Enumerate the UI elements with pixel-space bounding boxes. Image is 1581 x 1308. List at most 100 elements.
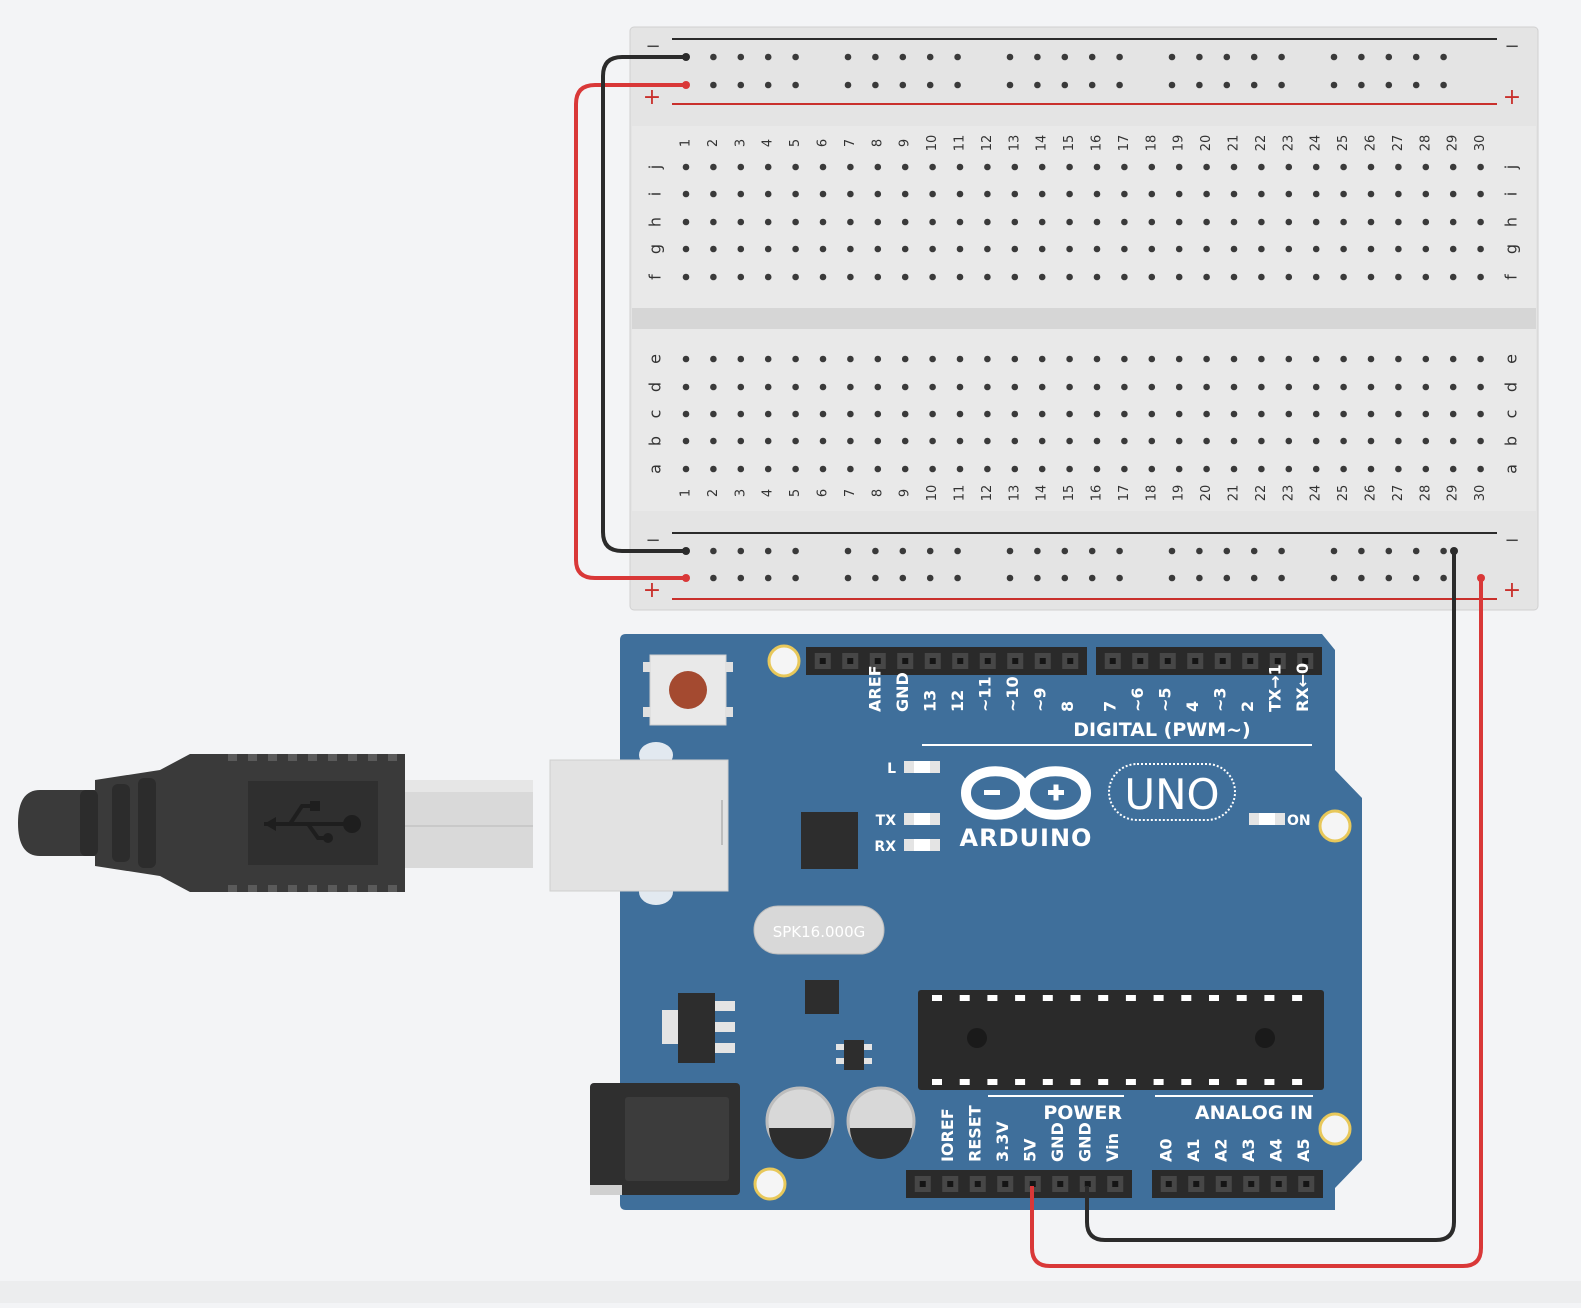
hole-a2[interactable] <box>710 465 717 473</box>
rail-hole[interactable] <box>1006 574 1014 582</box>
hole-f27[interactable] <box>1395 273 1402 281</box>
hole-a16[interactable] <box>1093 465 1101 473</box>
rail-hole[interactable] <box>1088 53 1096 61</box>
rail-hole[interactable] <box>764 547 772 555</box>
hole-g8[interactable] <box>874 245 882 253</box>
hole-f10[interactable] <box>929 273 936 281</box>
hole-h27[interactable] <box>1395 218 1402 226</box>
hole-g27[interactable] <box>1395 245 1402 253</box>
hole-e30[interactable] <box>1477 355 1484 363</box>
hole-g11[interactable] <box>956 245 964 253</box>
hole-i27[interactable] <box>1395 190 1402 198</box>
hole-c5[interactable] <box>792 410 799 418</box>
hole-f26[interactable] <box>1367 273 1375 281</box>
hole-h17[interactable] <box>1121 218 1128 226</box>
rail-hole[interactable] <box>1385 53 1393 61</box>
hole-i14[interactable] <box>1038 190 1046 198</box>
rail-hole[interactable] <box>1330 547 1338 555</box>
hole-e2[interactable] <box>710 355 717 363</box>
hole-f3[interactable] <box>737 273 745 281</box>
hole-c26[interactable] <box>1367 410 1375 418</box>
hole-i29[interactable] <box>1449 190 1457 198</box>
hole-i1[interactable] <box>682 190 690 198</box>
rail-hole[interactable] <box>899 81 907 89</box>
hole-f22[interactable] <box>1258 273 1265 281</box>
hole-h23[interactable] <box>1285 218 1293 226</box>
rail-hole[interactable] <box>1412 547 1420 555</box>
rail-hole[interactable] <box>1250 547 1258 555</box>
hole-b1[interactable] <box>682 437 690 445</box>
hole-a7[interactable] <box>847 465 854 473</box>
jumper-wires[interactable] <box>574 53 1485 1268</box>
hole-h21[interactable] <box>1230 218 1238 226</box>
hole-b29[interactable] <box>1449 437 1457 445</box>
hole-i11[interactable] <box>956 190 964 198</box>
hole-a17[interactable] <box>1121 465 1128 473</box>
hole-a19[interactable] <box>1175 465 1183 473</box>
hole-a4[interactable] <box>764 465 772 473</box>
rail-hole[interactable] <box>1330 574 1338 582</box>
hole-j2[interactable] <box>710 163 717 171</box>
hole-h12[interactable] <box>984 218 991 226</box>
hole-a9[interactable] <box>901 465 909 473</box>
hole-c1[interactable] <box>682 410 690 418</box>
rail-hole[interactable] <box>926 53 934 61</box>
hole-h25[interactable] <box>1340 218 1347 226</box>
breadboard-holes[interactable] <box>682 53 1484 582</box>
hole-a11[interactable] <box>956 465 964 473</box>
rail-hole[interactable] <box>1034 53 1041 61</box>
rail-hole[interactable] <box>1223 574 1231 582</box>
hole-d11[interactable] <box>956 383 964 391</box>
hole-g13[interactable] <box>1011 245 1019 253</box>
hole-e14[interactable] <box>1038 355 1046 363</box>
hole-h15[interactable] <box>1066 218 1073 226</box>
hole-b7[interactable] <box>847 437 854 445</box>
rail-hole[interactable] <box>1358 547 1365 555</box>
hole-i2[interactable] <box>710 190 717 198</box>
hole-i30[interactable] <box>1477 190 1484 198</box>
rail-hole[interactable] <box>710 547 717 555</box>
hole-c16[interactable] <box>1093 410 1101 418</box>
hole-j23[interactable] <box>1285 163 1293 171</box>
hole-f6[interactable] <box>819 273 827 281</box>
hole-j17[interactable] <box>1121 163 1128 171</box>
hole-c21[interactable] <box>1230 410 1238 418</box>
rail-hole[interactable] <box>954 574 961 582</box>
hole-b8[interactable] <box>874 437 882 445</box>
hole-a27[interactable] <box>1395 465 1402 473</box>
hole-i7[interactable] <box>847 190 854 198</box>
hole-h2[interactable] <box>710 218 717 226</box>
rail-hole[interactable] <box>737 53 745 61</box>
rail-hole[interactable] <box>1278 81 1285 89</box>
hole-b25[interactable] <box>1340 437 1347 445</box>
rail-hole[interactable] <box>954 81 961 89</box>
rail-hole[interactable] <box>1034 81 1041 89</box>
rail-hole[interactable] <box>899 547 907 555</box>
hole-g23[interactable] <box>1285 245 1293 253</box>
rail-hole[interactable] <box>737 574 745 582</box>
hole-d28[interactable] <box>1422 383 1430 391</box>
hole-h3[interactable] <box>737 218 745 226</box>
hole-c19[interactable] <box>1175 410 1183 418</box>
hole-g19[interactable] <box>1175 245 1183 253</box>
hole-b18[interactable] <box>1148 437 1156 445</box>
hole-a21[interactable] <box>1230 465 1238 473</box>
hole-c11[interactable] <box>956 410 964 418</box>
hole-h8[interactable] <box>874 218 882 226</box>
hole-d27[interactable] <box>1395 383 1402 391</box>
rail-hole[interactable] <box>792 53 799 61</box>
hole-i22[interactable] <box>1258 190 1265 198</box>
hole-i13[interactable] <box>1011 190 1019 198</box>
hole-e4[interactable] <box>764 355 772 363</box>
hole-c14[interactable] <box>1038 410 1046 418</box>
hole-g12[interactable] <box>984 245 991 253</box>
hole-h28[interactable] <box>1422 218 1430 226</box>
hole-j19[interactable] <box>1175 163 1183 171</box>
hole-a8[interactable] <box>874 465 882 473</box>
rail-hole[interactable] <box>1278 547 1285 555</box>
hole-c25[interactable] <box>1340 410 1347 418</box>
hole-g24[interactable] <box>1312 245 1320 253</box>
hole-j21[interactable] <box>1230 163 1238 171</box>
rail-hole[interactable] <box>1034 547 1041 555</box>
hole-j8[interactable] <box>874 163 882 171</box>
